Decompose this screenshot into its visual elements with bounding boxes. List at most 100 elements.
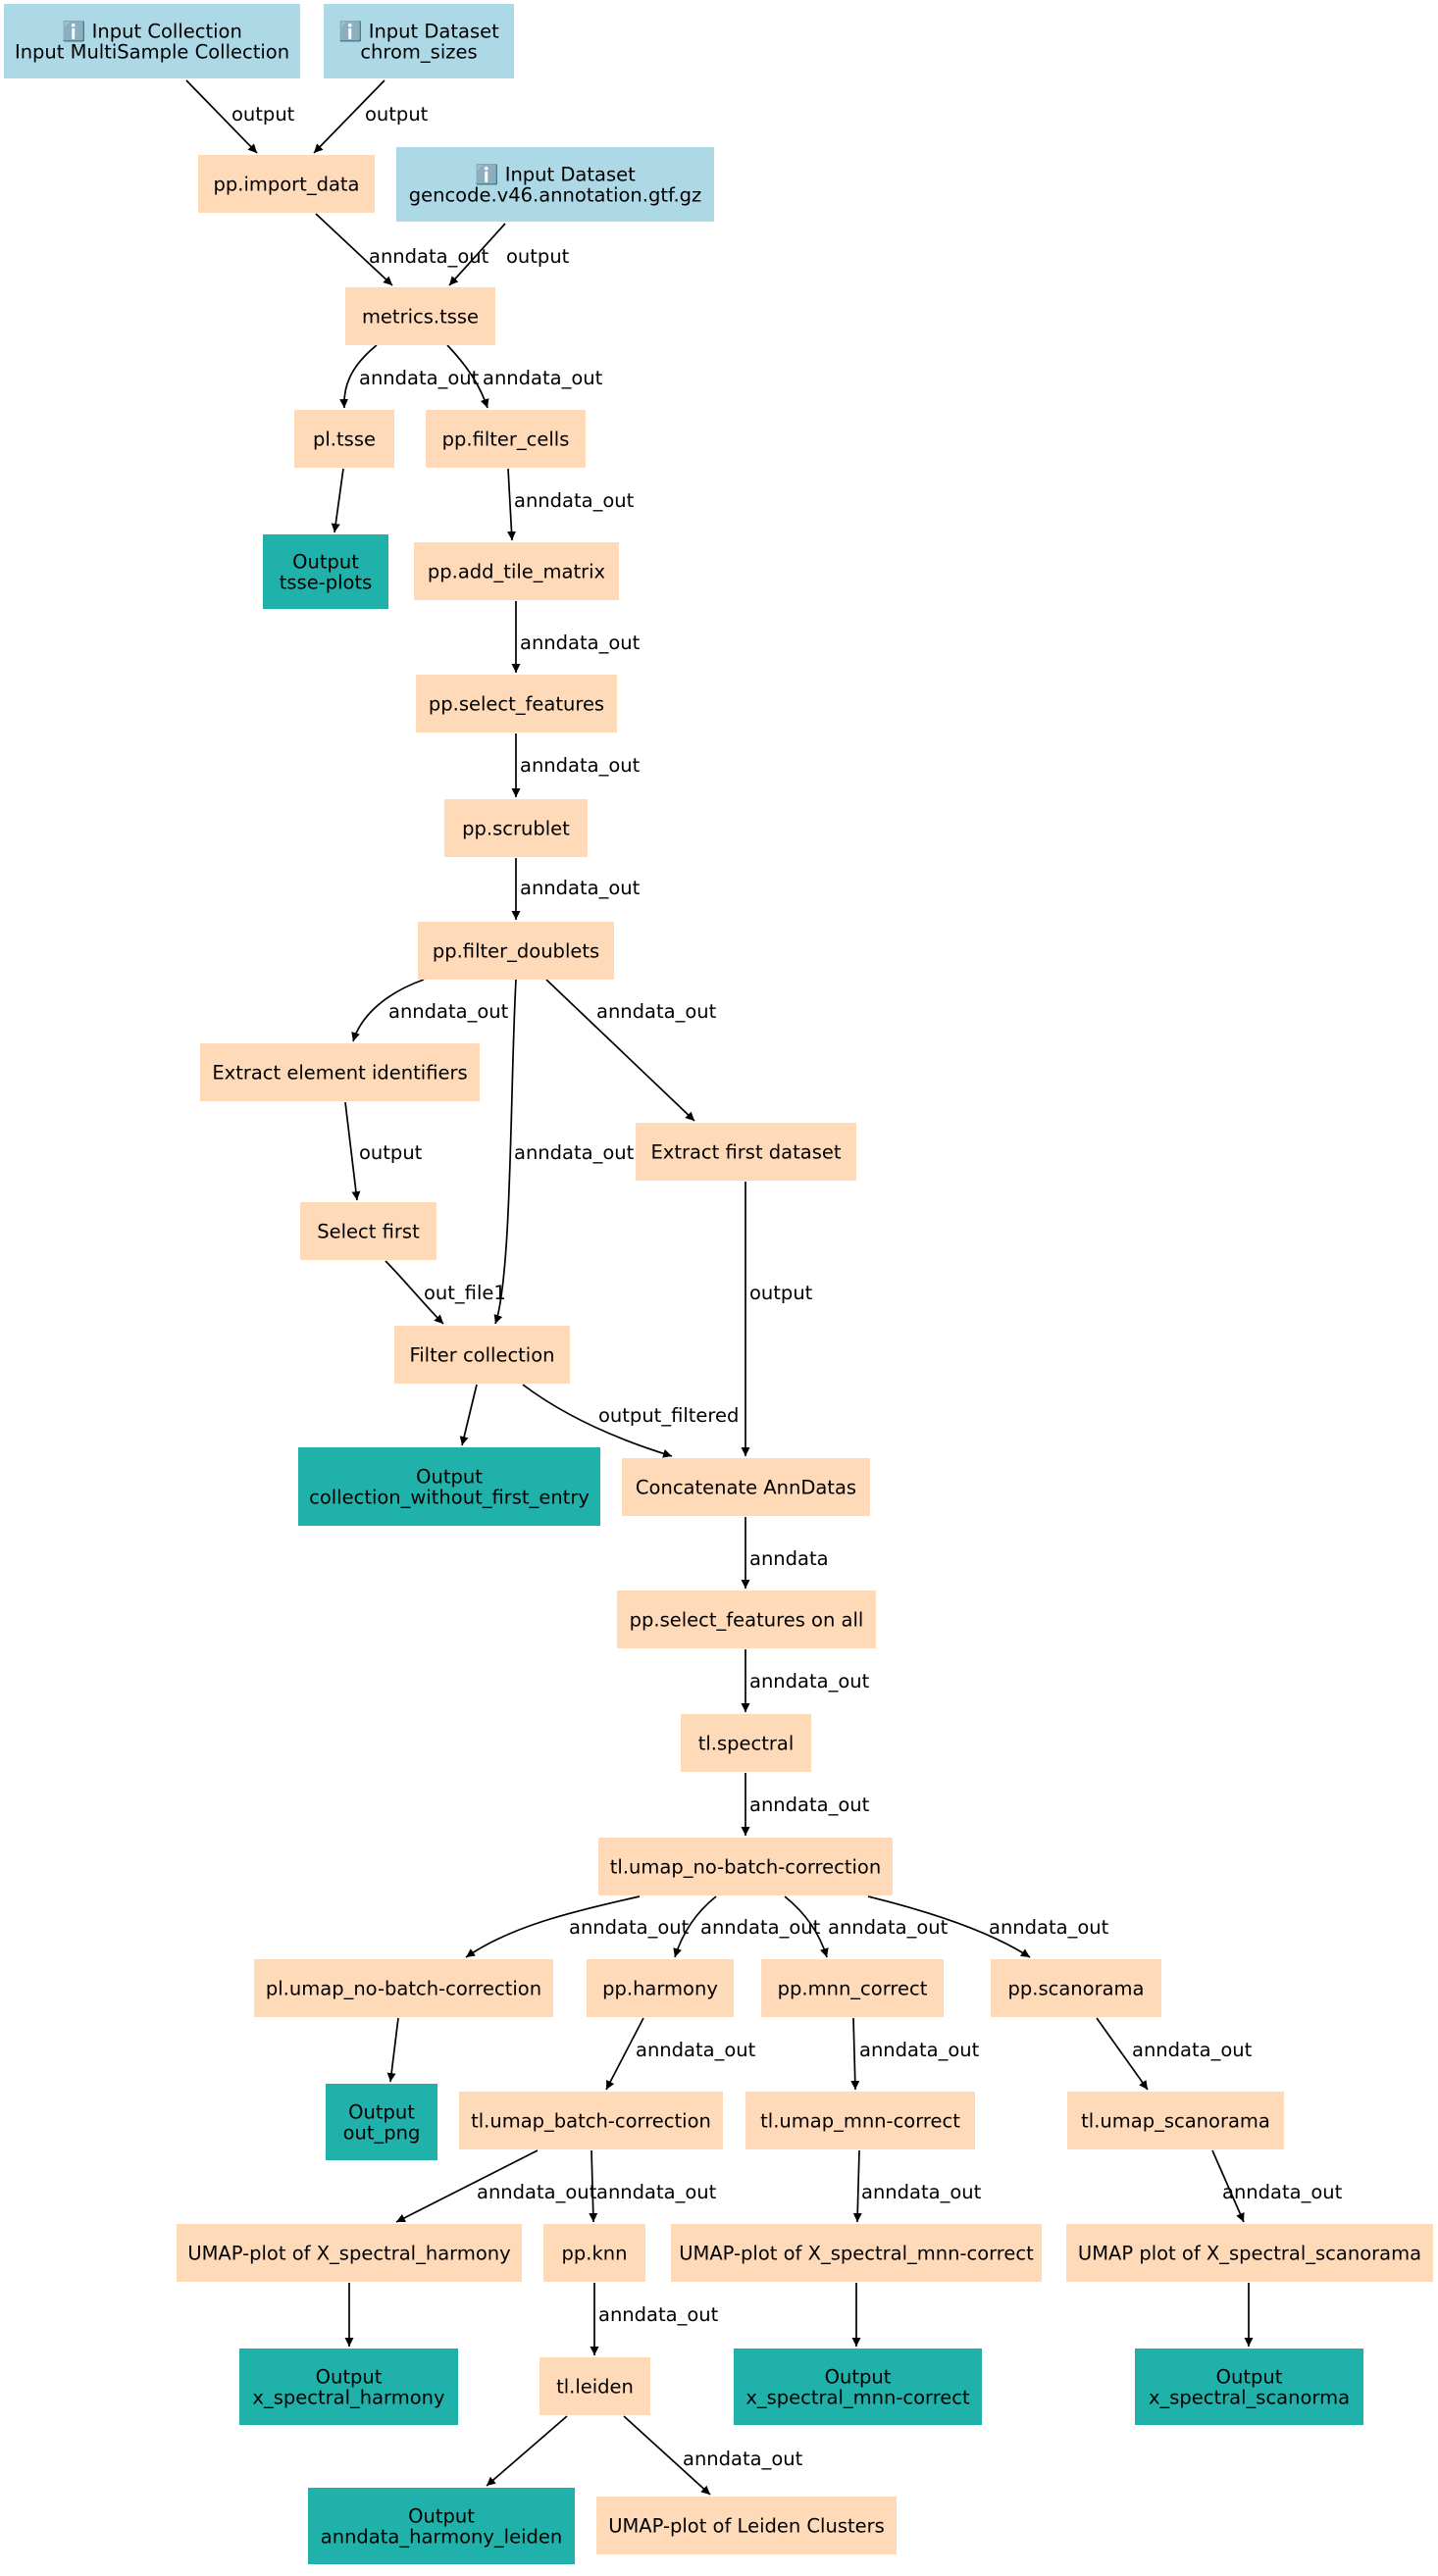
tool-node-box bbox=[394, 1326, 570, 1384]
node-pl-tsse[interactable]: pl.tsse bbox=[294, 410, 394, 468]
node-pl-umap-nobatch[interactable]: pl.umap_no-batch-correction bbox=[254, 1959, 553, 2017]
node-label: pp.scanorama bbox=[1008, 1978, 1145, 2000]
tool-node-box bbox=[622, 1458, 870, 1516]
edge-filter_doublets-to-extract_first: anndata_out bbox=[545, 979, 717, 1122]
edge-line bbox=[486, 2415, 568, 2487]
edge-line bbox=[493, 979, 517, 1325]
tool-node-box bbox=[200, 1043, 480, 1101]
node-filter-coll[interactable]: Filter collection bbox=[394, 1326, 570, 1384]
edge-label: output bbox=[365, 103, 429, 126]
tool-node-box bbox=[444, 799, 588, 857]
node-label: collection_without_first_entry bbox=[309, 1487, 590, 1509]
node-label: pp.knn bbox=[562, 2243, 628, 2265]
node-label: tsse-plots bbox=[280, 572, 373, 594]
output-node-box bbox=[263, 534, 388, 609]
edges-layer: output output anndata_out output anndata_out… bbox=[185, 79, 1343, 2496]
input-node-box bbox=[396, 147, 714, 222]
node-plot-leiden[interactable]: UMAP-plot of Leiden Clusters bbox=[596, 2497, 897, 2554]
edge-scanorama-to-umap_scan: anndata_out bbox=[1096, 2017, 1253, 2091]
edge-label: anndata_out bbox=[749, 1670, 870, 1692]
edge-line bbox=[522, 1384, 673, 1458]
node-umap-scan[interactable]: tl.umap_scanorama bbox=[1067, 2092, 1284, 2149]
tool-node-box bbox=[1067, 2092, 1284, 2149]
node-label: Output bbox=[348, 2101, 415, 2124]
node-filter-doublets[interactable]: pp.filter_doublets bbox=[418, 922, 614, 980]
edge-line bbox=[589, 2149, 598, 2223]
node-label: Extract element identifiers bbox=[212, 1062, 467, 1085]
edge-label: anndata_out bbox=[683, 2448, 803, 2470]
node-umap-mnn[interactable]: tl.umap_mnn-correct bbox=[745, 2092, 975, 2149]
node-select-all[interactable]: pp.select_features on all bbox=[617, 1591, 876, 1648]
node-import-data[interactable]: pp.import_data bbox=[198, 155, 375, 213]
node-concat[interactable]: Concatenate AnnDatas bbox=[622, 1458, 870, 1516]
edge-label: anndata_out bbox=[514, 489, 635, 512]
node-in-gtf[interactable]: ℹ️ Input Datasetgencode.v46.annotation.g… bbox=[396, 147, 714, 222]
tool-node-box bbox=[636, 1123, 856, 1181]
edge-select_first-to-filter_coll: out_file1 bbox=[385, 1260, 506, 1325]
node-label: tl.spectral bbox=[698, 1733, 795, 1755]
node-label: Output bbox=[408, 2505, 475, 2528]
edge-line bbox=[446, 344, 489, 409]
node-label: chrom_sizes bbox=[360, 41, 477, 64]
output-node-box bbox=[239, 2349, 458, 2425]
edge-label: anndata_out bbox=[861, 2181, 982, 2203]
node-leiden[interactable]: tl.leiden bbox=[539, 2357, 650, 2415]
node-harmony[interactable]: pp.harmony bbox=[587, 1959, 734, 2017]
node-extract-ids[interactable]: Extract element identifiers bbox=[200, 1043, 480, 1101]
node-select-first[interactable]: Select first bbox=[300, 1202, 437, 1260]
edge-metrics_tsse-to-pl_tsse: anndata_out bbox=[339, 344, 480, 409]
node-label: pp.mnn_correct bbox=[778, 1978, 928, 2000]
edge-label: anndata_out bbox=[369, 245, 489, 268]
node-umap-batch[interactable]: tl.umap_batch-correction bbox=[459, 2092, 723, 2149]
edge-label: output bbox=[231, 103, 295, 126]
node-knn[interactable]: pp.knn bbox=[543, 2224, 645, 2282]
node-label: Concatenate AnnDatas bbox=[636, 1477, 856, 1499]
edge-label: anndata_out bbox=[828, 1916, 949, 1939]
node-plot-harmony[interactable]: UMAP-plot of X_spectral_harmony bbox=[177, 2224, 522, 2282]
node-plot-scan[interactable]: UMAP plot of X_spectral_scanorama bbox=[1066, 2224, 1433, 2282]
node-metrics-tsse[interactable]: metrics.tsse bbox=[345, 287, 495, 345]
tool-node-box bbox=[671, 2224, 1042, 2282]
edge-line bbox=[605, 2017, 644, 2091]
edge-line bbox=[385, 1260, 444, 1325]
edge-umap_nobatch-to-pl_umap_nobatch: anndata_out bbox=[465, 1895, 690, 1958]
node-label: anndata_harmony_leiden bbox=[321, 2526, 562, 2549]
edge-filter_cells-to-add_tile: anndata_out bbox=[507, 468, 635, 541]
node-label: pp.add_tile_matrix bbox=[428, 561, 605, 583]
node-label: pp.select_features bbox=[429, 693, 604, 716]
node-label: Input MultiSample Collection bbox=[15, 41, 289, 64]
edge-concat-to-select_all: anndata bbox=[741, 1517, 829, 1589]
node-mnn[interactable]: pp.mnn_correct bbox=[761, 1959, 944, 2017]
node-filter-cells[interactable]: pp.filter_cells bbox=[426, 410, 586, 468]
node-label: tl.leiden bbox=[556, 2376, 634, 2399]
node-label: gencode.v46.annotation.gtf.gz bbox=[409, 184, 702, 207]
node-extract-first[interactable]: Extract first dataset bbox=[636, 1123, 856, 1181]
edge-line bbox=[313, 79, 385, 154]
edge-select_all-to-spectral: anndata_out bbox=[741, 1649, 870, 1712]
edge-line bbox=[459, 1384, 478, 1446]
node-title-with-info-icon: ℹ️ Input Dataset bbox=[338, 21, 499, 43]
edge-label: output bbox=[506, 245, 570, 268]
node-add-tile[interactable]: pp.add_tile_matrix bbox=[414, 542, 619, 600]
node-plot-mnn[interactable]: UMAP-plot of X_spectral_mnn-correct bbox=[671, 2224, 1042, 2282]
node-label: Filter collection bbox=[409, 1344, 554, 1367]
node-scanorama[interactable]: pp.scanorama bbox=[991, 1959, 1161, 2017]
node-spectral[interactable]: tl.spectral bbox=[681, 1714, 811, 1772]
output-node-box bbox=[298, 1447, 600, 1526]
node-scrublet[interactable]: pp.scrublet bbox=[444, 799, 588, 857]
node-label: Extract first dataset bbox=[650, 1141, 841, 1164]
node-select-features[interactable]: pp.select_features bbox=[416, 675, 617, 732]
node-label: x_spectral_scanorma bbox=[1149, 2387, 1350, 2409]
node-umap-nobatch[interactable]: tl.umap_no-batch-correction bbox=[598, 1838, 893, 1895]
tool-node-box bbox=[254, 1959, 553, 2017]
